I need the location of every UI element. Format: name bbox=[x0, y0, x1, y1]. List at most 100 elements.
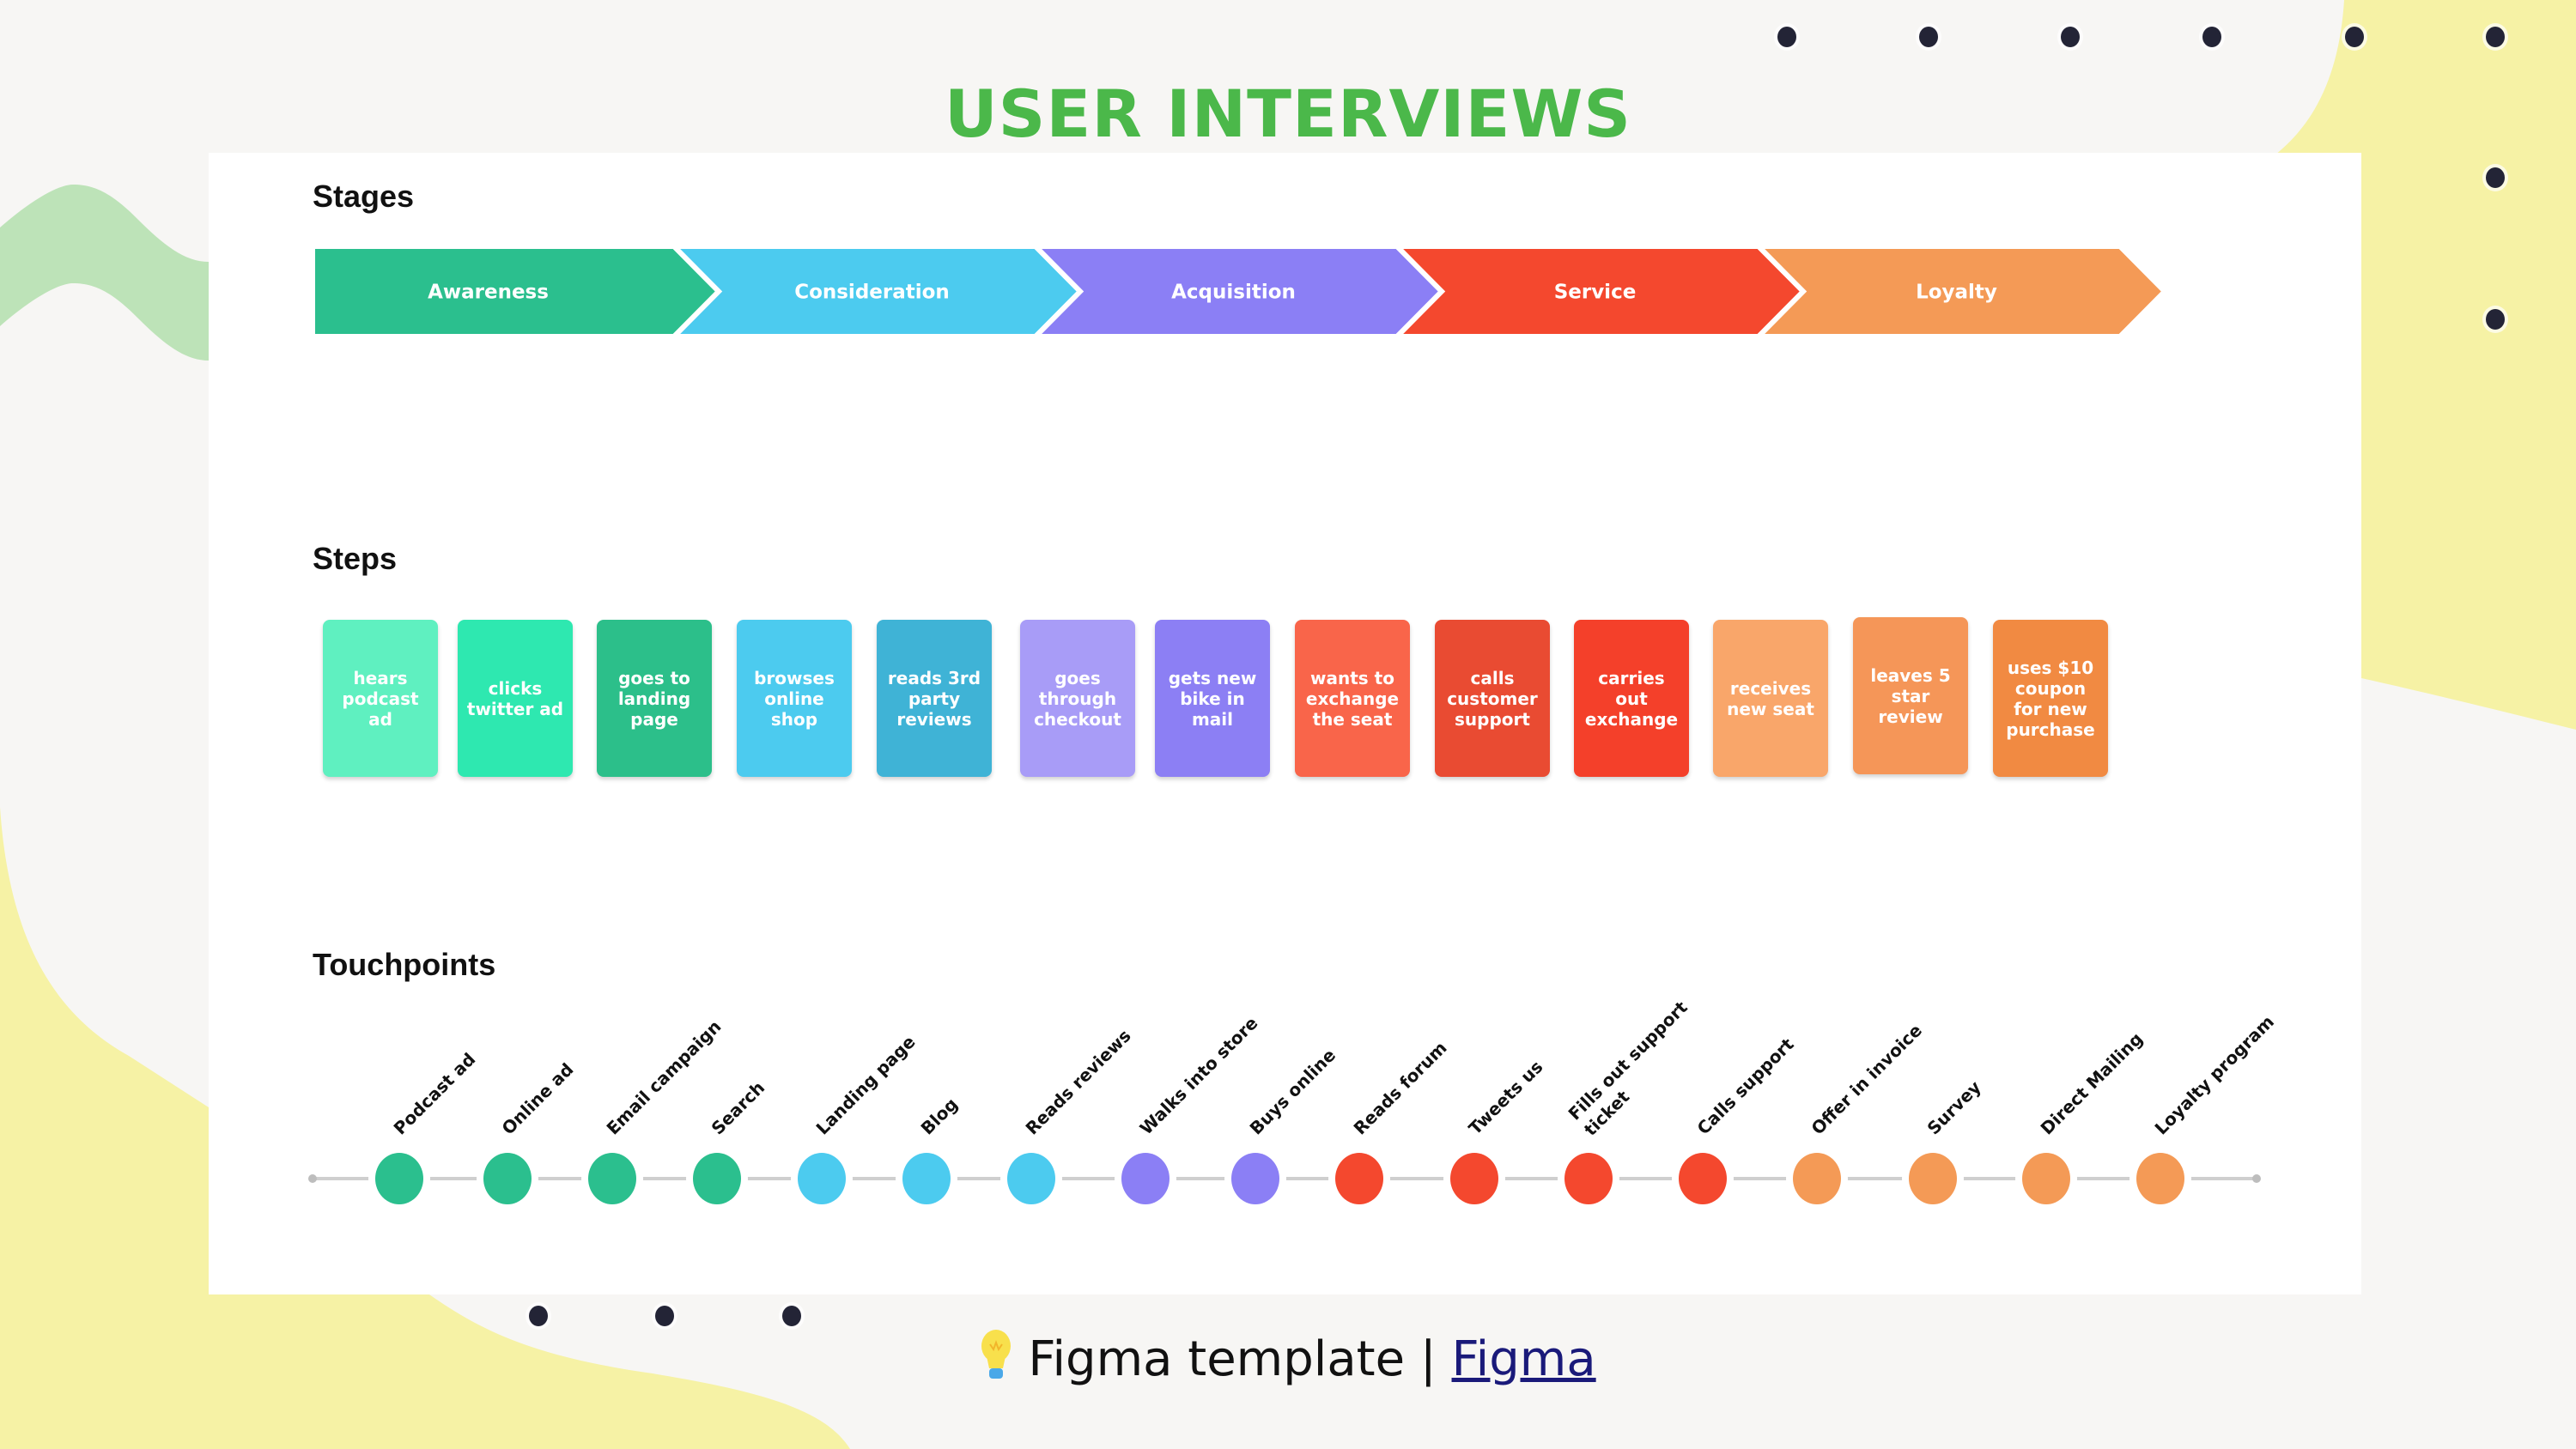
touchpoint-dot bbox=[1007, 1153, 1055, 1204]
step-card: clicks twitter ad bbox=[458, 620, 573, 777]
green-wave-left bbox=[0, 185, 209, 361]
touchpoint-label: Direct Mailing bbox=[2037, 1028, 2148, 1139]
step-label: goes through checkout bbox=[1034, 667, 1121, 730]
step-label: uses $10 coupon for new purchase bbox=[2006, 657, 2095, 740]
touchpoint-label: Calls support bbox=[1693, 1034, 1798, 1138]
dot bbox=[2486, 167, 2505, 188]
touchpoint-label: Survey bbox=[1923, 1076, 1985, 1138]
stage-label: Consideration bbox=[794, 282, 950, 304]
step-card: reads 3rd party reviews bbox=[877, 620, 992, 777]
touchpoint-dot bbox=[902, 1153, 951, 1204]
touchpoint-label: Offer in invoice bbox=[1807, 1020, 1926, 1138]
touchpoint: Tweets us bbox=[1443, 1057, 1546, 1210]
touchpoint-label: Tweets us bbox=[1465, 1057, 1547, 1139]
touchpoint: Reads forum bbox=[1328, 1037, 1451, 1210]
step-label: goes to landing page bbox=[617, 667, 691, 730]
step-card: calls customer support bbox=[1435, 620, 1550, 777]
touchpoint: Survey bbox=[1902, 1076, 1985, 1210]
section-title-steps: Steps bbox=[313, 541, 398, 576]
step-card: carries out exchange bbox=[1574, 620, 1689, 777]
step-card: goes to landing page bbox=[597, 620, 712, 777]
dot bbox=[2486, 27, 2505, 47]
touchpoint: Blog bbox=[896, 1094, 962, 1210]
touchpoint-dot bbox=[2022, 1153, 2070, 1204]
step-label: gets new bike in mail bbox=[1168, 667, 1257, 730]
touchpoint-dot bbox=[588, 1153, 636, 1204]
touchpoint: Online ad bbox=[477, 1059, 578, 1210]
figma-link[interactable]: Figma bbox=[1451, 1331, 1596, 1388]
touchpoint-dot bbox=[1231, 1153, 1279, 1204]
touchpoint-label: Online ad bbox=[498, 1059, 578, 1139]
step-card: wants to exchange the seat bbox=[1295, 620, 1410, 777]
touchpoint-label: Reads reviews bbox=[1022, 1025, 1135, 1138]
dot bbox=[2202, 27, 2221, 47]
touchpoint-dot bbox=[1793, 1153, 1841, 1204]
touchpoint-label: Blog bbox=[917, 1094, 962, 1138]
dot bbox=[655, 1306, 674, 1326]
dot bbox=[1777, 27, 1796, 47]
step-label: clicks twitter ad bbox=[466, 677, 564, 719]
dot bbox=[2061, 27, 2080, 47]
touchpoint-label: Loyalty program bbox=[2151, 1011, 2278, 1138]
touchpoint-dot bbox=[1450, 1153, 1498, 1204]
step-card: goes through checkout bbox=[1020, 620, 1135, 777]
dot bbox=[2486, 309, 2505, 330]
touchpoint-label: Fills out supportticket bbox=[1564, 997, 1708, 1140]
stage-label: Loyalty bbox=[1916, 282, 1997, 304]
dot bbox=[782, 1306, 801, 1326]
step-card: uses $10 coupon for new purchase bbox=[1993, 620, 2108, 777]
step-card: gets new bike in mail bbox=[1155, 620, 1270, 777]
touchpoint-label: Podcast ad bbox=[390, 1049, 480, 1139]
dot bbox=[529, 1306, 548, 1326]
touchpoint-dot bbox=[1679, 1153, 1727, 1204]
step-card: receives new seat bbox=[1713, 620, 1828, 777]
step-card: browses online shop bbox=[737, 620, 852, 777]
step-card: leaves 5 star review bbox=[1853, 617, 1968, 774]
step-label: leaves 5 star review bbox=[1870, 664, 1951, 727]
step-label: browses online shop bbox=[754, 667, 835, 730]
page-title: USER INTERVIEWS bbox=[944, 76, 1632, 152]
touchpoint-dot bbox=[483, 1153, 532, 1204]
touchpoint-label: Email campaign bbox=[603, 1016, 726, 1139]
footer-text: Figma template | bbox=[1028, 1331, 1452, 1388]
section-title-stages: Stages bbox=[313, 179, 415, 214]
touchpoint-dot bbox=[1564, 1153, 1613, 1204]
yellow-blob-bottom-left bbox=[0, 807, 850, 1449]
timeline-endpoint bbox=[2252, 1174, 2261, 1183]
step-card: hears podcast ad bbox=[323, 620, 438, 777]
stage-loyalty: Loyalty bbox=[1752, 244, 2169, 339]
section-title-touchpoints: Touchpoints bbox=[313, 947, 496, 982]
timeline-endpoint bbox=[308, 1174, 317, 1183]
touchpoint-label: Reads forum bbox=[1350, 1037, 1451, 1138]
touchpoint-label: Landing page bbox=[812, 1031, 920, 1138]
touchpoint-label: Buys online bbox=[1246, 1045, 1340, 1139]
touchpoint-dot bbox=[375, 1153, 423, 1204]
touchpoint-label: Search bbox=[708, 1077, 769, 1139]
step-label: reads 3rd party reviews bbox=[887, 667, 981, 730]
stage-label: Service bbox=[1554, 282, 1637, 304]
journey-map-panel: Stages Steps Touchpoints Awareness Consid… bbox=[209, 153, 2361, 1294]
touchpoint: Direct Mailing bbox=[2015, 1028, 2147, 1210]
dot bbox=[2345, 27, 2364, 47]
footer: Figma template | Figma bbox=[0, 1329, 2576, 1396]
step-label: calls customer support bbox=[1447, 667, 1538, 730]
touchpoint: Podcast ad bbox=[368, 1049, 479, 1210]
touchpoint-dot bbox=[1121, 1153, 1170, 1204]
touchpoint-dot bbox=[2136, 1153, 2184, 1204]
step-label: wants to exchange the seat bbox=[1305, 667, 1400, 730]
touchpoint-label: Walks into store bbox=[1136, 1013, 1262, 1139]
touchpoint: Calls support bbox=[1672, 1034, 1798, 1210]
touchpoint-dot bbox=[1335, 1153, 1383, 1204]
touchpoint-dot bbox=[693, 1153, 741, 1204]
touchpoint-dot bbox=[798, 1153, 846, 1204]
stage-label: Awareness bbox=[428, 282, 549, 304]
touchpoint-dot bbox=[1909, 1153, 1957, 1204]
lightbulb-icon bbox=[980, 1329, 1012, 1396]
stage-label: Acquisition bbox=[1171, 282, 1296, 304]
stages-row: Awareness Consideration Acquisition Service… bbox=[310, 244, 2169, 339]
stage-chevron bbox=[1752, 244, 2169, 339]
step-label: hears podcast ad bbox=[342, 667, 419, 730]
touchpoint: Buys online bbox=[1224, 1045, 1340, 1210]
step-label: carries out exchange bbox=[1584, 667, 1679, 730]
